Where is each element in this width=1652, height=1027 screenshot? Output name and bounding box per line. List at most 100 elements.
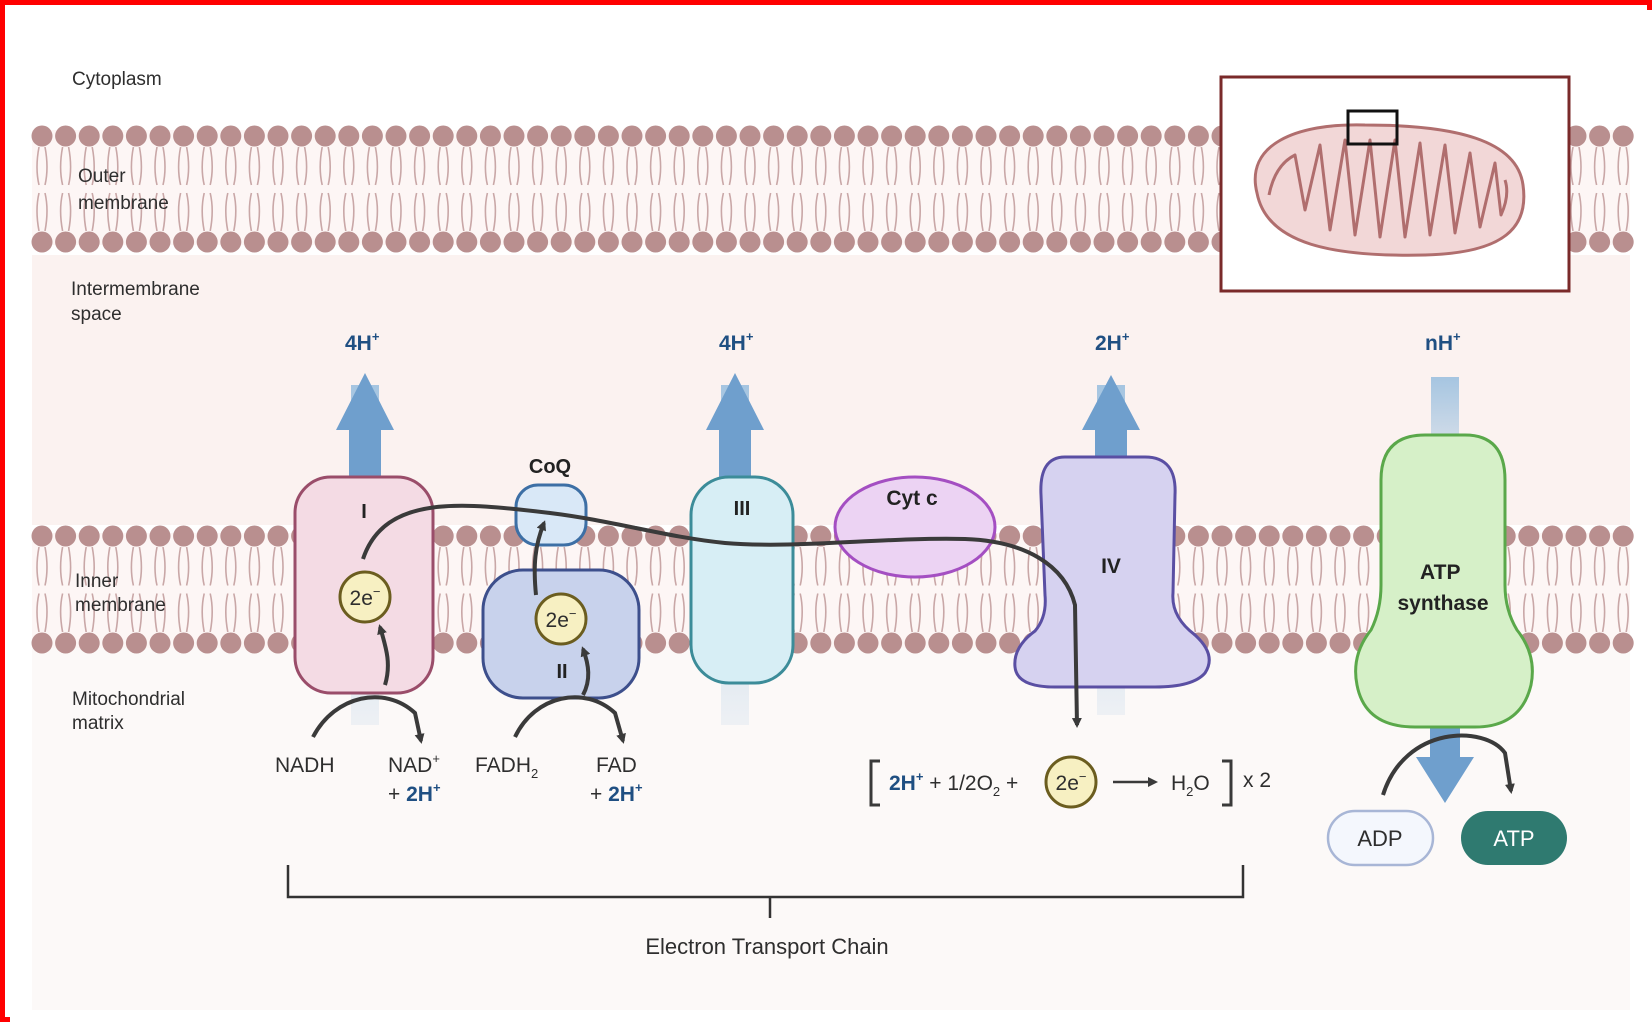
lipid-head [810,632,832,654]
svg-text:H2O: H2O [1171,772,1210,799]
lipid-head [220,632,242,654]
lipid-tail [248,546,261,633]
lipid-tail [225,146,237,232]
complex-4-proton-label: 2H+ [1095,329,1130,355]
lipid-tail [838,146,851,232]
complex-3-proton-arrow [706,373,764,485]
lipid-head [527,125,549,147]
lipid-tail [437,546,449,633]
lipid-tail [36,146,48,232]
lipid-head [951,632,973,654]
complex-4-proton-arrow [1082,375,1140,465]
lipid-head [479,231,501,253]
svg-text:2e−: 2e− [546,606,577,632]
lipid-head [291,125,313,147]
lipid-head [645,632,667,654]
lipid-tail [956,146,969,232]
lipid-head [102,231,124,253]
lipid-tail [555,146,567,232]
cytoplasm-label: Cytoplasm [72,69,162,90]
lipid-tail [36,546,48,633]
lipid-tail [1617,546,1629,633]
complex-3: III [689,475,795,685]
lipid-head [951,231,973,253]
nadh-to-complex-1-arrow [377,624,390,686]
lipid-head [361,231,383,253]
fadh2-label: FADH2 [475,754,538,781]
lipid-head [267,125,289,147]
lipid-head [1612,125,1634,147]
lipid-head [550,125,572,147]
lipid-tail [1239,546,1252,633]
lipid-head [102,525,124,547]
lipid-tail [461,146,473,232]
lipid-head [668,231,690,253]
lipid-tail [1570,146,1582,232]
lipid-head [220,231,242,253]
lipid-head [1565,231,1587,253]
svg-text:ADP: ADP [1357,826,1402,851]
lipid-head [597,231,619,253]
lipid-head [857,231,879,253]
lipid-head [1612,632,1634,654]
lipid-head [456,525,478,547]
lipid-tail [484,546,497,633]
zoom-box [1346,109,1399,146]
lipid-tail [319,146,331,232]
lipid-head [196,231,218,253]
lipid-head [1069,125,1091,147]
lipid-tail [649,146,662,232]
lipid-head [786,125,808,147]
lipid-tail [1546,546,1559,633]
lipid-tail [201,146,213,232]
complex-3-proton-label: 4H+ [719,329,754,355]
lipid-head [456,231,478,253]
lipid-head [173,632,195,654]
lipid-head [149,231,171,253]
fadh2-reaction-arrow [513,695,626,744]
lipid-head [1329,632,1351,654]
lipid-head [1046,125,1068,147]
svg-text:CoQ: CoQ [529,456,571,478]
lipid-head [55,125,77,147]
lipid-tail [885,146,898,232]
lipid-tail [272,146,284,232]
lipid-tail [1287,546,1299,633]
lipid-head [951,125,973,147]
fad-label: FAD [596,754,637,777]
lipid-head [55,231,77,253]
lipid-head [1187,525,1209,547]
complex-1-proton-arrow [336,373,394,485]
lipid-head [479,125,501,147]
intermembrane-space-label: Intermembrane space [71,279,205,325]
lipid-head [267,632,289,654]
lipid-head [102,632,124,654]
lipid-tail [248,146,261,232]
complex-4: IV [1013,455,1211,689]
lipid-tail [626,546,638,633]
lipid-head [31,125,53,147]
lipid-head [1022,525,1044,547]
lipid-head [527,231,549,253]
lipid-head [78,231,100,253]
electron-transport-chain-diagram: Cytoplasm Outer membrane Intermembrane s… [10,10,1652,1022]
lipid-head [479,525,501,547]
lipid-tail [366,146,379,232]
lipid-head [385,231,407,253]
lipid-tail [531,146,544,232]
lipid-head [1589,231,1611,253]
lipid-head [243,231,265,253]
lipid-head [739,231,761,253]
lipid-head [432,125,454,147]
lipid-head [692,231,714,253]
lipid-head [385,125,407,147]
lipid-head [1518,525,1540,547]
lipid-tail [1098,146,1110,232]
lipid-tail [933,146,945,232]
lipid-head [1046,231,1068,253]
electron-path [361,503,1082,728]
lipid-head [55,632,77,654]
lipid-head [1022,125,1044,147]
lipid-head [314,125,336,147]
lipid-head [55,525,77,547]
